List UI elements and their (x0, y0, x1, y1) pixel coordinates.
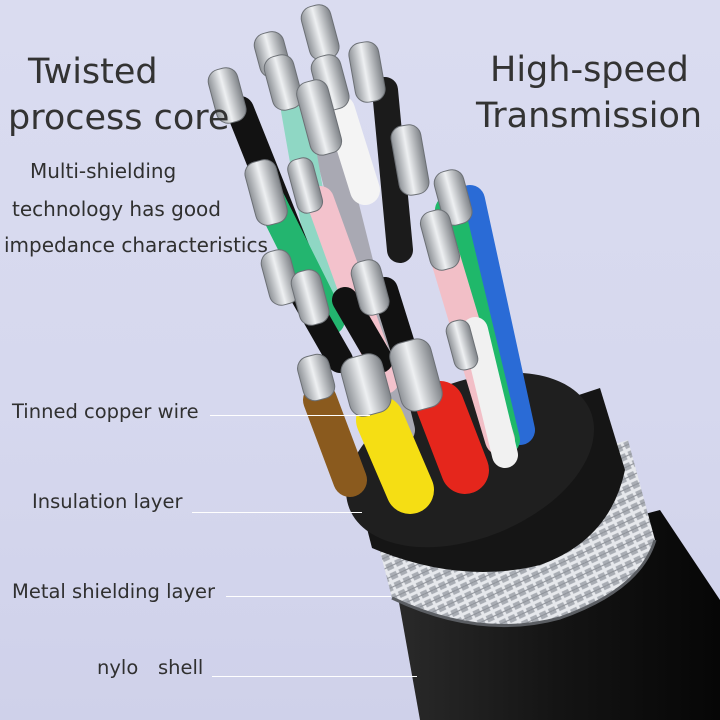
copper-strands (207, 4, 479, 417)
heading-transmission: Transmission (476, 96, 703, 136)
description-line-1: Multi-shielding (30, 159, 177, 183)
leader-line-shielding (226, 596, 391, 597)
label-shell-prefix: nylo (97, 656, 139, 679)
heading-process-core: process core (8, 98, 230, 138)
label-insulation-layer: Insulation layer (32, 490, 183, 513)
heading-twisted: Twisted (28, 52, 158, 92)
leader-line-insulation (192, 512, 362, 513)
description-line-2: technology has good (12, 197, 221, 221)
description-line-3: impedance characteristics (4, 233, 268, 257)
label-tinned-copper-wire: Tinned copper wire (12, 400, 199, 423)
leader-line-copper (210, 415, 370, 416)
label-shell: shell (158, 656, 204, 679)
leader-line-shell (212, 676, 417, 677)
label-metal-shielding-layer: Metal shielding layer (12, 580, 216, 603)
heading-high-speed: High-speed (490, 50, 689, 90)
